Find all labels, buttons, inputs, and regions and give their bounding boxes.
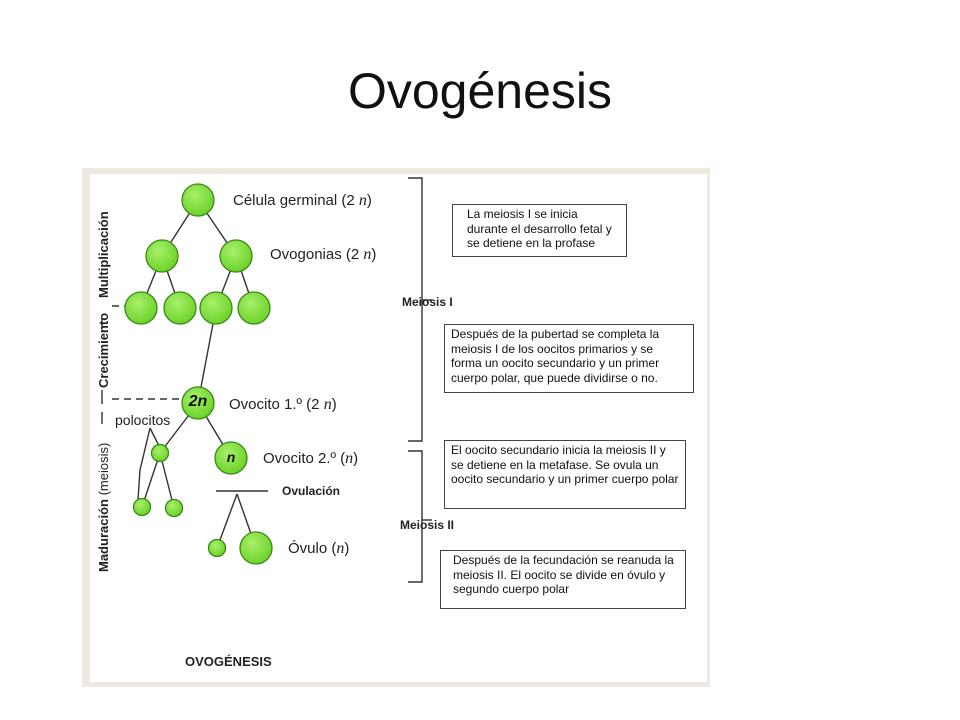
figure-footer: OVOGÉNESIS [185,654,272,669]
primary-oocyte [181,386,215,420]
germ-cell [181,183,215,217]
note-meiosis2-complete: Después de la fecundación se reanuda la … [440,550,686,609]
note-meiosis1-start: La meiosis I se inicia durante el desarr… [452,204,627,257]
oogonium-right [219,239,253,273]
phase-meiosis-2: Meiosis II [400,518,455,532]
primary-oocyte-mark: 2n [188,393,208,410]
first-polar-body [150,443,170,463]
label-ovogonias: Ovogonias (2 n) [270,246,377,263]
note-meiosis2-start: El oocito secundario inicia la meiosis I… [444,440,686,509]
secondary-oocyte-mark: n [226,449,236,465]
label-ovulacion: Ovulación [282,484,341,498]
stage-multiplicacion: Multiplicación [96,211,111,298]
phase-meiosis-1: Meiosis I [402,295,453,309]
oogonium-daughter-2 [163,291,197,325]
note-meiosis1-complete: Después de la pubertad se completa la me… [444,324,694,393]
second-polar-body [207,538,227,558]
label-ovocito-primario: Ovocito 1.º (2 n) [229,396,337,413]
stage-maduracion: Maduración (meiosis) [96,442,111,572]
ovum [239,531,273,565]
cells [124,183,273,565]
oogonium-daughter-4 [237,291,271,325]
stage-crecimiento: Crecimiento [96,312,111,388]
oogonium-daughter-3 [199,291,233,325]
secondary-oocyte [214,441,248,475]
slide-title: Ovogénesis [347,63,613,119]
label-polocitos: polocitos [115,412,171,428]
meiosis-brackets [408,177,432,583]
oogonium-daughter-1 [124,291,158,325]
oogonium-left [145,239,179,273]
polar-body-division-2 [164,498,184,518]
polar-body-division-1 [132,497,152,517]
label-ovocito-secundario: Ovocito 2.º (n) [263,450,359,467]
label-celula-germinal: Célula germinal (2 n) [233,192,372,209]
label-ovulo: Óvulo (n) [288,540,350,557]
